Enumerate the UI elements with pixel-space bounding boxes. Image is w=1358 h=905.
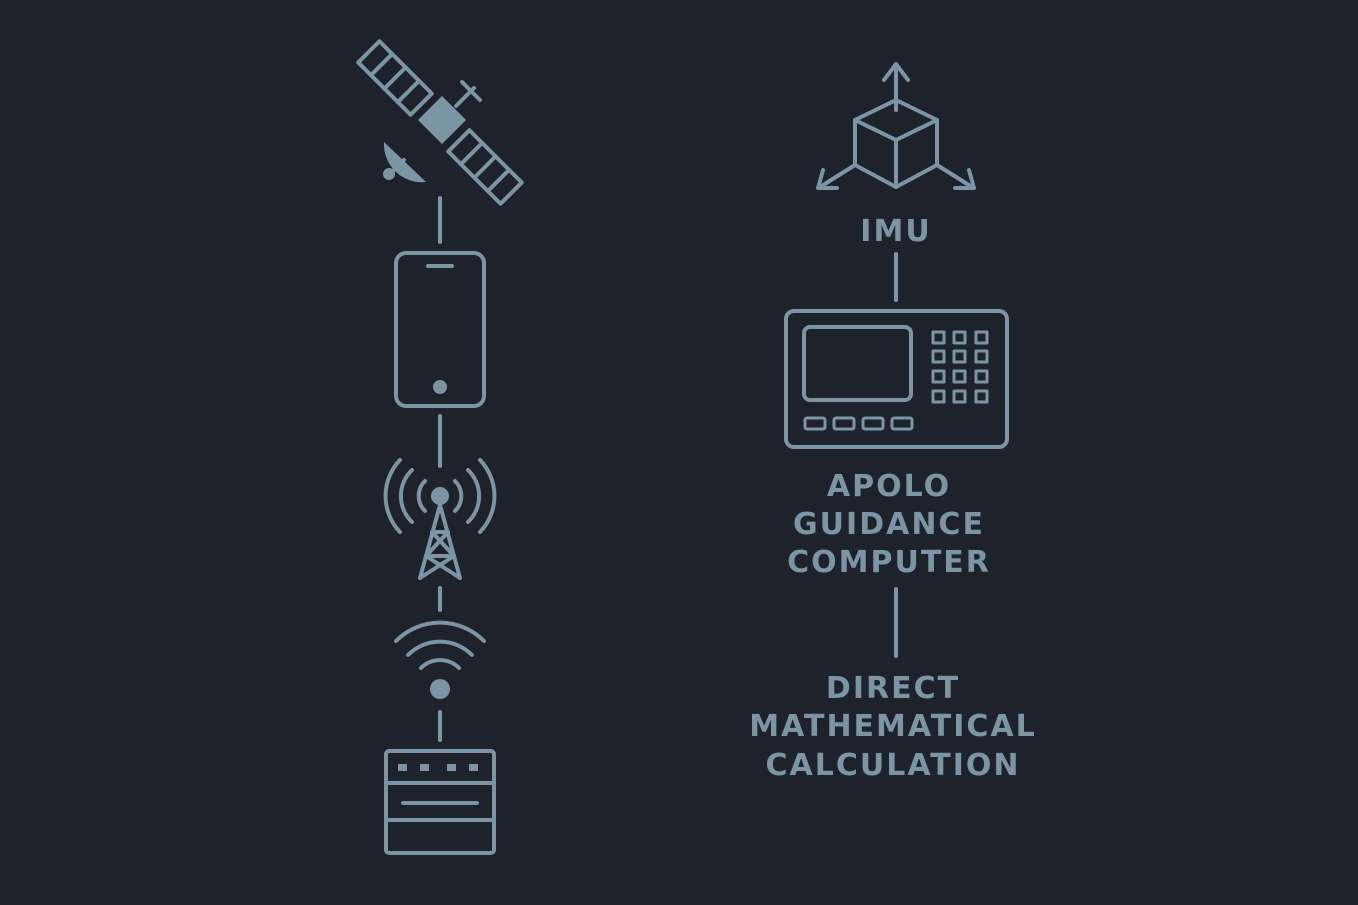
wifi-icon bbox=[394, 620, 486, 699]
button-row bbox=[803, 416, 914, 431]
router-icon bbox=[384, 749, 496, 855]
calculation-label-line-1: DIRECT bbox=[826, 671, 960, 706]
imu-axes-icon bbox=[816, 62, 976, 190]
computer-terminal-icon bbox=[784, 309, 1009, 449]
computer-label: APOLO GUIDANCE COMPUTER bbox=[787, 469, 991, 580]
smartphone-icon bbox=[394, 251, 486, 408]
computer-label-line-3: COMPUTER bbox=[787, 545, 991, 580]
satellite-icon bbox=[356, 39, 524, 206]
keypad-grid bbox=[931, 330, 989, 404]
imu-label: IMU bbox=[860, 214, 931, 249]
computer-label-line-1: APOLO bbox=[827, 469, 951, 504]
cell-tower-icon bbox=[383, 458, 497, 580]
calculation-label-line-3: CALCULATION bbox=[766, 748, 1021, 783]
right-chain: IMU bbox=[749, 62, 1037, 783]
calculation-label-line-2: MATHEMATICAL bbox=[749, 709, 1037, 744]
computer-label-line-2: GUIDANCE bbox=[793, 507, 985, 542]
left-chain bbox=[356, 39, 524, 855]
calculation-label: DIRECT MATHEMATICAL CALCULATION bbox=[749, 671, 1037, 783]
